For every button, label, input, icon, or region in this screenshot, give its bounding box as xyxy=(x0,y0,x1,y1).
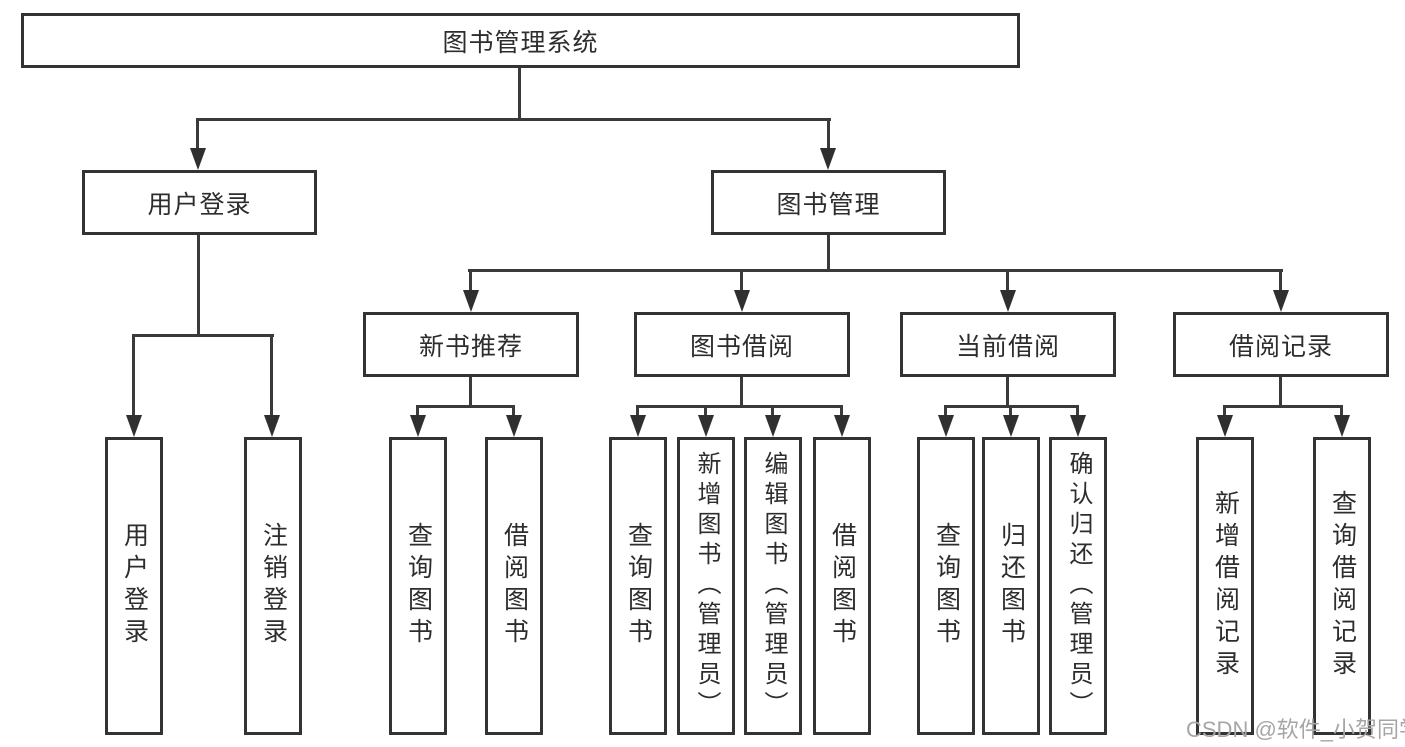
leaf-query-borrow-record: 查询借阅记录 xyxy=(1313,437,1371,735)
leaf-query-books: 查询图书 xyxy=(917,437,975,735)
arrowhead-down-icon xyxy=(938,415,954,437)
node-current-borrowing: 当前借阅 xyxy=(900,312,1116,377)
connector-line xyxy=(827,235,830,271)
connector-line xyxy=(636,405,639,417)
node-library-system: 图书管理系统 xyxy=(21,13,1020,68)
leaf-edit-book-admin: 编辑图书（管理员） xyxy=(744,437,802,735)
connector-line xyxy=(1006,377,1009,407)
connector-line xyxy=(469,377,472,407)
leaf-return-books: 归还图书 xyxy=(982,437,1040,735)
leaf-query-books: 查询图书 xyxy=(609,437,667,735)
node-book-borrowing: 图书借阅 xyxy=(634,312,850,377)
connector-line xyxy=(740,377,743,407)
leaf-confirm-return-admin: 确认归还（管理员） xyxy=(1049,437,1107,735)
connector-line xyxy=(827,118,830,150)
connector-line xyxy=(469,269,472,290)
node-label: 查询图书 xyxy=(932,522,961,650)
node-label: 图书借阅 xyxy=(689,332,794,361)
node-label: 新增借阅记录 xyxy=(1211,490,1240,682)
arrowhead-down-icon xyxy=(463,290,479,312)
arrowhead-down-icon xyxy=(765,415,781,437)
connector-line xyxy=(132,334,135,415)
node-label: 查询图书 xyxy=(404,522,433,650)
connector-line xyxy=(1223,405,1226,417)
node-label: 当前借阅 xyxy=(955,332,1060,361)
node-book-management: 图书管理 xyxy=(711,170,946,235)
connector-line xyxy=(1009,405,1012,417)
arrowhead-down-icon xyxy=(190,148,206,170)
connector-line xyxy=(740,269,743,290)
leaf-user-login: 用户登录 xyxy=(105,437,163,735)
leaf-borrow-books: 借阅图书 xyxy=(485,437,543,735)
node-label: 新书推荐 xyxy=(418,332,523,361)
csdn-watermark: CSDN @软件_小贺同学 xyxy=(1186,717,1405,742)
connector-line xyxy=(1223,405,1343,408)
arrowhead-down-icon xyxy=(630,415,646,437)
connector-line xyxy=(1279,377,1282,407)
node-label: 图书管理系统 xyxy=(442,28,599,57)
arrowhead-down-icon xyxy=(698,415,714,437)
arrowhead-down-icon xyxy=(820,148,836,170)
connector-line xyxy=(944,405,947,417)
connector-line xyxy=(197,235,200,336)
arrowhead-down-icon xyxy=(1273,290,1289,312)
connector-line xyxy=(1006,269,1009,290)
node-label: 借阅记录 xyxy=(1228,332,1333,361)
arrowhead-down-icon xyxy=(1070,415,1086,437)
connector-line xyxy=(704,405,707,417)
leaf-add-borrow-record: 新增借阅记录 xyxy=(1196,437,1254,735)
leaf-logout: 注销登录 xyxy=(244,437,302,735)
node-label: 新增图书（管理员） xyxy=(693,451,720,721)
node-new-book-recommendation: 新书推荐 xyxy=(363,312,579,377)
arrowhead-down-icon xyxy=(410,415,426,437)
arrowhead-down-icon xyxy=(264,415,280,437)
connector-line xyxy=(132,334,274,337)
connector-line xyxy=(1279,269,1282,290)
connector-line xyxy=(196,118,831,121)
node-label: 用户登录 xyxy=(120,522,149,650)
arrowhead-down-icon xyxy=(1003,415,1019,437)
node-label: 借阅图书 xyxy=(500,522,529,650)
arrowhead-down-icon xyxy=(1000,290,1016,312)
connector-line xyxy=(512,405,515,417)
arrowhead-down-icon xyxy=(126,415,142,437)
connector-line xyxy=(416,405,419,417)
node-label: 图书管理 xyxy=(776,190,881,219)
node-label: 查询借阅记录 xyxy=(1328,490,1357,682)
connector-line xyxy=(636,405,843,408)
connector-line xyxy=(771,405,774,417)
leaf-borrow-books: 借阅图书 xyxy=(813,437,871,735)
connector-line xyxy=(1340,405,1343,417)
node-borrowing-records: 借阅记录 xyxy=(1173,312,1389,377)
arrowhead-down-icon xyxy=(506,415,522,437)
arrowhead-down-icon xyxy=(1334,415,1350,437)
arrowhead-down-icon xyxy=(834,415,850,437)
node-label: 归还图书 xyxy=(997,522,1026,650)
connector-line xyxy=(270,334,273,415)
connector-line xyxy=(468,269,1283,272)
connector-line xyxy=(417,405,515,408)
node-label: 注销登录 xyxy=(259,522,288,650)
arrowhead-down-icon xyxy=(734,290,750,312)
node-label: 借阅图书 xyxy=(828,522,857,650)
connector-line xyxy=(840,405,843,417)
node-label: 编辑图书（管理员） xyxy=(760,451,787,721)
leaf-add-book-admin: 新增图书（管理员） xyxy=(677,437,735,735)
arrowhead-down-icon xyxy=(1217,415,1233,437)
node-label: 查询图书 xyxy=(624,522,653,650)
connector-line xyxy=(518,68,521,121)
leaf-query-books: 查询图书 xyxy=(389,437,447,735)
connector-line xyxy=(196,118,199,150)
node-label: 确认归还（管理员） xyxy=(1065,451,1092,721)
node-label: 用户登录 xyxy=(147,190,252,219)
node-user-login: 用户登录 xyxy=(82,170,317,235)
connector-line xyxy=(1076,405,1079,417)
